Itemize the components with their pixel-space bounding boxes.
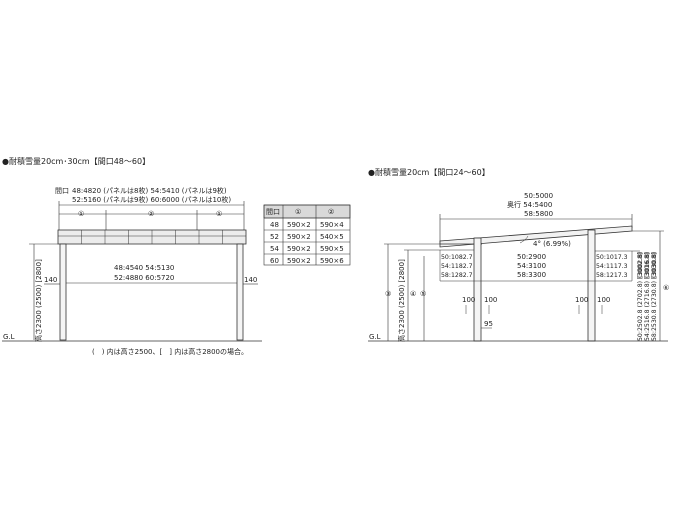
table-cell: 590×2 — [287, 233, 311, 241]
right-post-right-a: 100 — [575, 296, 588, 304]
left-width-prefix: 間口 — [55, 187, 69, 195]
right-angle: 4° (6.99%) — [533, 240, 571, 248]
right-circ-c: ⑤ — [420, 290, 426, 298]
table-cell: 590×6 — [320, 257, 344, 265]
left-width-dimension — [58, 201, 245, 230]
right-angle-arc — [519, 235, 529, 244]
left-roof — [57, 229, 247, 245]
right-mid-3: 58:3300 — [517, 271, 546, 279]
table-header-width: 間口 — [266, 208, 280, 216]
right-left-box-1: 50:1082.7 — [441, 254, 473, 261]
right-post-95: 95 — [484, 320, 493, 328]
right-post-left-a: 100 — [462, 296, 475, 304]
table-cell: 590×2 — [287, 257, 311, 265]
left-height-dimension — [29, 243, 58, 340]
left-title: ●耐積雪量20cm･30cm【間口48～60】 — [2, 156, 150, 166]
right-circ-a: ③ — [385, 290, 391, 298]
left-side-left: 140 — [44, 276, 57, 284]
table-cell: 590×2 — [287, 245, 311, 253]
right-post-left-b: 100 — [484, 296, 497, 304]
right-top-1: 50:5000 — [524, 192, 553, 200]
right-top-3: 58:5800 — [524, 210, 553, 218]
left-inner-line2: 52:4880 60:5720 — [114, 274, 174, 282]
table-cell: 52 — [270, 233, 279, 241]
right-bottom-val-2: 54:2516.8 (2716.8) [3016.8] — [644, 253, 651, 342]
left-circ-2: ② — [148, 210, 154, 218]
right-top-val-2: (3016.8) — [644, 252, 651, 278]
left-posts — [59, 243, 244, 341]
right-post-right-b: 100 — [597, 296, 610, 304]
right-top-val-3: (3030.8) — [651, 252, 658, 278]
left-division-dimension — [59, 210, 244, 230]
right-beam-lines — [432, 249, 640, 252]
right-bottom-val-3: 58:2530.8 (2730.8) [3030.8] — [651, 253, 658, 342]
right-right-box-1: 50:1017.3 — [596, 254, 628, 261]
left-gl-label: G.L — [3, 333, 15, 341]
table-cell: 48 — [270, 221, 279, 229]
table-cell: 590×4 — [320, 221, 344, 229]
right-side-dimension — [632, 230, 664, 341]
right-right-box-3: 58:1217.3 — [596, 272, 628, 279]
right-bottom-val-1: 50:2502.8 (2702.8) [3002.8] — [637, 253, 644, 342]
left-side-right: 140 — [244, 276, 257, 284]
right-height-dimensions — [384, 243, 440, 341]
left-width-line1: 48:4820 (パネルは8枚) 54:5410 (パネルは9枚) — [72, 186, 227, 195]
right-top-val-1: (3002.8) — [637, 252, 644, 278]
right-mid-2: 54:3100 — [517, 262, 546, 270]
left-width-line2: 52:5160 (パネルは9枚) 60:6000 (パネルは10枚) — [72, 195, 231, 204]
right-left-box-2: 54:1182.7 — [441, 263, 473, 270]
right-post-arrows — [465, 305, 603, 329]
right-height-label: 高さ2300 (2500) [2800] — [397, 259, 406, 342]
right-circ-b: ④ — [410, 290, 416, 298]
left-circ-1: ① — [78, 210, 84, 218]
right-top-2: 奥行 54:5400 — [507, 200, 552, 209]
table-header-1: ① — [295, 208, 301, 216]
right-left-box-3: 58:1282.7 — [441, 272, 473, 279]
table-cell: 54 — [270, 245, 279, 253]
table-cell: 60 — [270, 257, 279, 265]
left-circ-3: ① — [216, 210, 222, 218]
right-title: ●耐積雪量20cm【間口24～60】 — [368, 167, 490, 177]
table-cell: 590×2 — [287, 221, 311, 229]
right-inner-dimension — [439, 250, 633, 282]
panel-width-table: 間口 ① ② 48 590×2 590×4 52 590×2 540×5 54 … — [263, 204, 351, 266]
left-note: ( ) 内は高さ2500、[ ] 内は高さ2800の場合。 — [92, 347, 248, 356]
table-header-2: ② — [328, 208, 334, 216]
right-right-box-2: 54:1117.3 — [596, 263, 628, 270]
table-cell: 590×5 — [320, 245, 344, 253]
left-inner-line1: 48:4540 54:5130 — [114, 264, 174, 272]
table-cell: 540×5 — [320, 233, 344, 241]
right-circ-d: ⑥ — [663, 284, 669, 292]
right-gl-label: G.L — [369, 333, 381, 341]
right-mid-1: 50:2900 — [517, 253, 546, 261]
left-height-label: 高さ2300 (2500) [2800] — [34, 259, 43, 342]
